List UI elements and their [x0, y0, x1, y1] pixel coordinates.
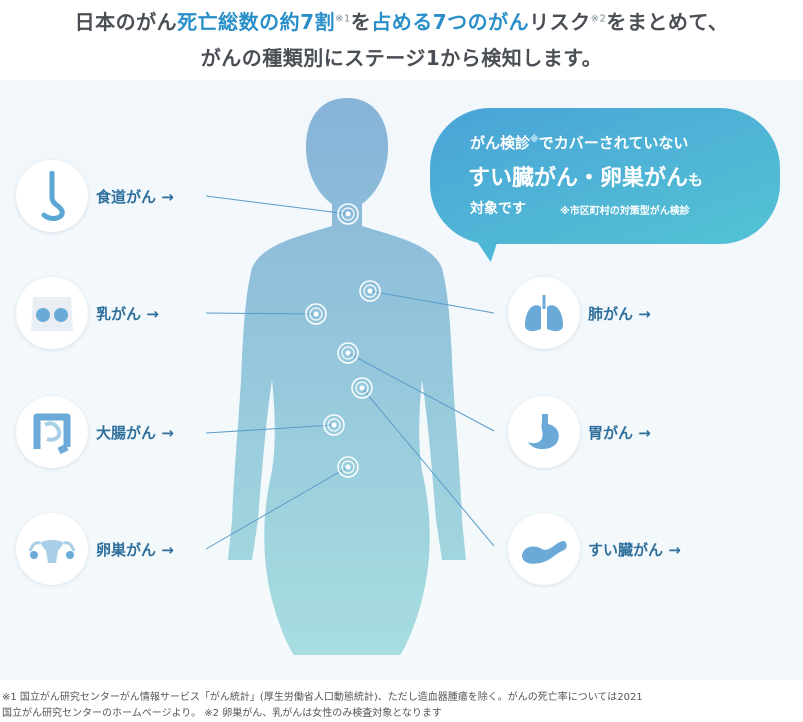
headline-highlight-seven-cancers: 占める7つのがん [371, 10, 530, 34]
connector-esophagus [205, 195, 349, 215]
speech-bubble: がん検診※でカバーされていない すい臓がん・卵巣がんも 対象です ※市区町村の対… [430, 108, 780, 244]
breast-icon [16, 277, 88, 349]
organ-item-stomach[interactable]: 胃がん → [508, 396, 651, 468]
colon-icon [16, 396, 88, 468]
stomach-icon [508, 396, 580, 468]
headline-text: をまとめて、 [606, 10, 729, 34]
bubble-text: でカバーされていない [538, 134, 689, 152]
bubble-line2: すい臓がん・卵巣がんも [468, 160, 703, 192]
organ-item-esophagus[interactable]: 食道がん → [16, 160, 174, 232]
headline-highlight-death-rate: 死亡総数の約7割 [177, 10, 335, 34]
organ-item-lung[interactable]: 肺がん → [508, 277, 651, 349]
connector-breast [205, 312, 317, 315]
connector-stomach [347, 352, 495, 432]
pancreas-icon [508, 513, 580, 585]
marker-stomach [337, 342, 359, 364]
footnote-1: ※1 国立がん研究センターがん情報サービス「がん統計」(厚生労働省人口動態統計)… [2, 692, 643, 703]
connector-lung [369, 290, 495, 314]
organ-label-colon: 大腸がん → [96, 423, 174, 442]
bubble-line1: がん検診※でカバーされていない [470, 132, 688, 153]
organ-label-breast: 乳がん → [96, 304, 159, 323]
organ-label-pancreas: すい臓がん → [588, 540, 681, 559]
bubble-note-marker: ※ [530, 135, 539, 145]
bubble-text: がん検診 [470, 134, 531, 152]
connector-pancreas [361, 387, 495, 547]
connector-lines [205, 195, 495, 550]
ovary-icon [16, 513, 88, 585]
esophagus-icon [16, 160, 88, 232]
bubble-text: も [688, 171, 704, 189]
organ-item-colon[interactable]: 大腸がん → [16, 396, 174, 468]
headline-text: 日本のがん [74, 10, 178, 34]
organ-item-pancreas[interactable]: すい臓がん → [508, 513, 681, 585]
organ-label-lung: 肺がん → [588, 304, 651, 323]
lung-icon [508, 277, 580, 349]
headline-text: を [350, 10, 372, 34]
footnote-2: 国立がん研究センターのホームページより。 ※2 卵巣がん、乳がんは女性のみ検査対… [2, 708, 442, 719]
organ-label-ovary: 卵巣がん → [96, 540, 174, 559]
organ-item-ovary[interactable]: 卵巣がん → [16, 513, 174, 585]
headline-line2: がんの種類別にステージ1から検知します。 [200, 46, 603, 70]
marker-esophagus [337, 203, 359, 225]
organ-item-breast[interactable]: 乳がん → [16, 277, 159, 349]
bubble-note: ※市区町村の対策型がん検診 [560, 206, 690, 217]
bubble-highlight: すい臓がん・卵巣がん [468, 166, 689, 191]
organ-label-stomach: 胃がん → [588, 423, 651, 442]
headline-text: リスク [529, 10, 591, 34]
target-markers [305, 203, 381, 478]
marker-ovary [337, 456, 359, 478]
headline-line1: 日本のがん死亡総数の約7割※1を占める7つのがんリスク※2をまとめて、 [0, 6, 803, 35]
human-silhouette [228, 98, 466, 655]
footnote-marker-2: ※2 [590, 13, 607, 25]
marker-pancreas [351, 377, 373, 399]
footnote-marker-1: ※1 [335, 13, 351, 25]
marker-colon [323, 414, 345, 436]
connector-colon [205, 424, 335, 434]
marker-lung [359, 280, 381, 302]
bubble-line3: 対象です [470, 201, 526, 217]
marker-breast [305, 303, 327, 325]
connector-ovary [205, 466, 349, 550]
organ-label-esophagus: 食道がん → [96, 187, 174, 206]
